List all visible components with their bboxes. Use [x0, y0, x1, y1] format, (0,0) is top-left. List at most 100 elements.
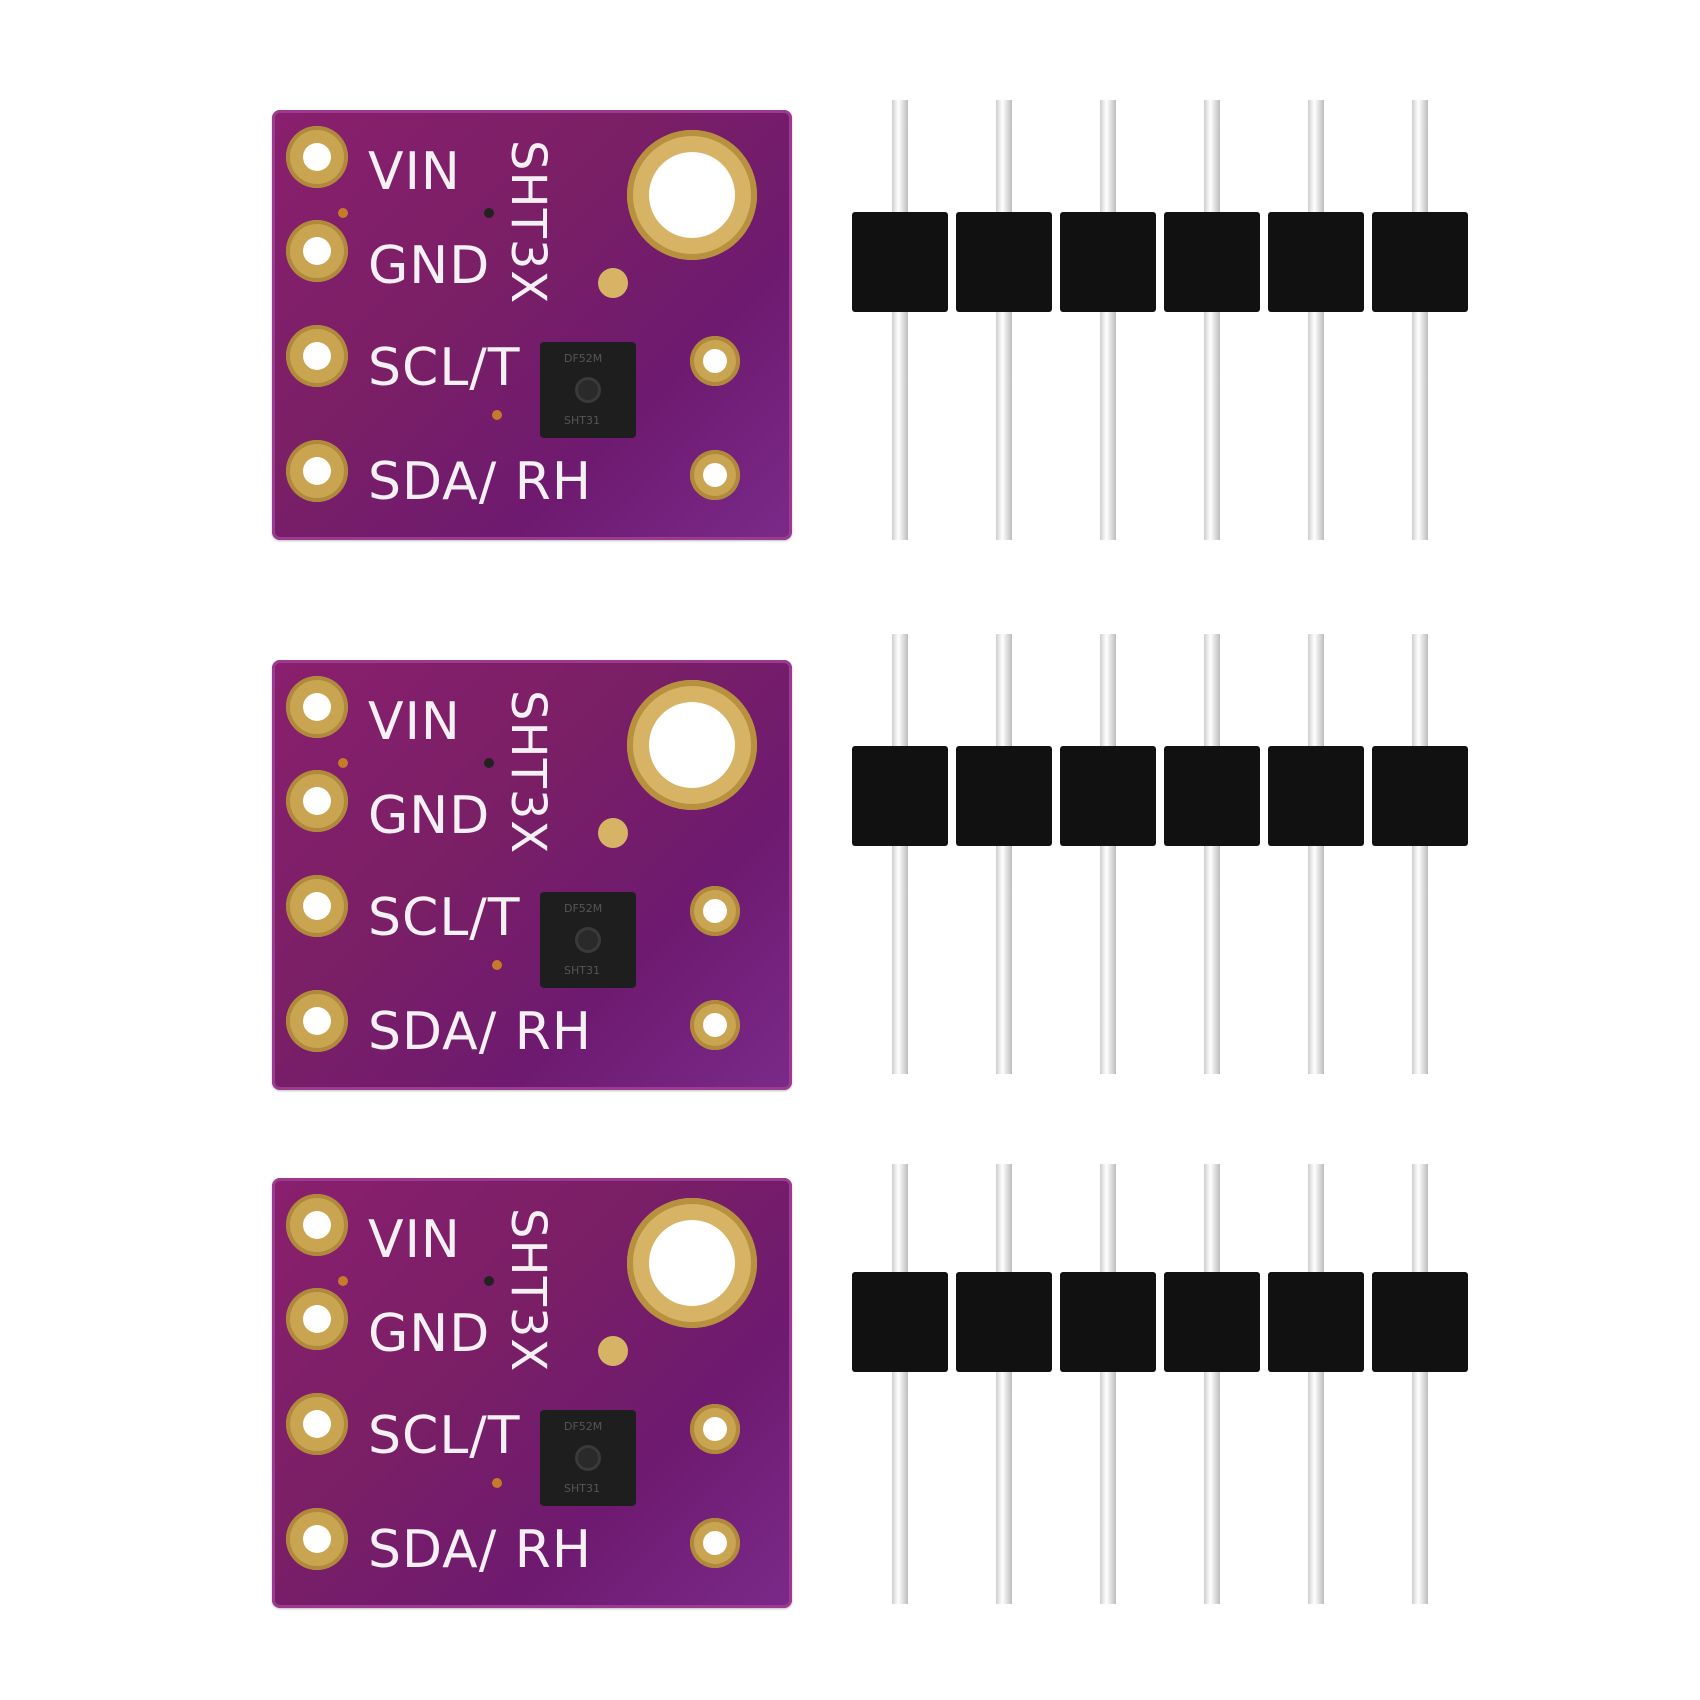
label-scl: SCL/T — [368, 888, 521, 948]
pin-pad-sda — [286, 440, 348, 502]
header-pin — [1204, 100, 1220, 540]
via — [492, 960, 502, 970]
sensor-port — [578, 930, 598, 950]
header-housing — [1164, 212, 1260, 312]
header-pin — [1100, 634, 1116, 1074]
test-pad — [598, 268, 628, 298]
sensor-port — [578, 380, 598, 400]
aux-pad-1 — [690, 336, 740, 386]
pin-pad-gnd — [286, 1288, 348, 1350]
pin-pad-scl — [286, 875, 348, 937]
pin-pad-scl — [286, 325, 348, 387]
header-pin — [1308, 634, 1324, 1074]
label-vin: VIN — [368, 1210, 461, 1270]
label-gnd: GND — [368, 1304, 491, 1364]
header-housing — [1372, 212, 1468, 312]
chip-marking-top: DF52M — [564, 902, 603, 915]
pin-pad-sda — [286, 990, 348, 1052]
header-housing — [956, 1272, 1052, 1372]
pin-pad-vin — [286, 126, 348, 188]
sht31-sensor-chip: DF52M SHT31 — [540, 342, 636, 438]
aux-pad-1 — [690, 886, 740, 936]
via — [484, 758, 494, 768]
label-vin: VIN — [368, 692, 461, 752]
aux-pad-1 — [690, 1404, 740, 1454]
pin-pad-gnd — [286, 770, 348, 832]
header-housing — [1164, 746, 1260, 846]
chip-marking-bottom: SHT31 — [564, 414, 600, 427]
chip-marking-top: DF52M — [564, 352, 603, 365]
header-pin — [996, 634, 1012, 1074]
header-housing — [1060, 746, 1156, 846]
label-scl: SCL/T — [368, 1406, 521, 1466]
sht31-sensor-chip: DF52M SHT31 — [540, 892, 636, 988]
header-pin — [1308, 100, 1324, 540]
via — [484, 1276, 494, 1286]
sht3x-board: VIN GND SCL/T SDA/ RH SHT3X DF52M SHT31 — [266, 100, 796, 540]
pin-pad-vin — [286, 676, 348, 738]
pin-pad-gnd — [286, 220, 348, 282]
chip-marking-bottom: SHT31 — [564, 964, 600, 977]
label-sda: SDA/ RH — [368, 452, 592, 512]
sht3x-board: VIN GND SCL/T SDA/ RH SHT3X DF52M SHT31 — [266, 650, 796, 1090]
via — [338, 1276, 348, 1286]
header-housing — [852, 212, 948, 312]
header-pin — [996, 100, 1012, 540]
test-pad — [598, 818, 628, 848]
mounting-hole — [627, 680, 757, 810]
aux-pad-2 — [690, 1000, 740, 1050]
sensor-port — [578, 1448, 598, 1468]
header-housing — [1372, 1272, 1468, 1372]
header-housing — [1060, 1272, 1156, 1372]
label-scl: SCL/T — [368, 338, 521, 398]
pin-pad-scl — [286, 1393, 348, 1455]
mounting-hole — [627, 130, 757, 260]
label-model: SHT3X — [500, 1208, 556, 1373]
mounting-hole — [627, 1198, 757, 1328]
aux-pad-2 — [690, 450, 740, 500]
header-housing — [852, 746, 948, 846]
header-pin — [1412, 100, 1428, 540]
aux-pad-2 — [690, 1518, 740, 1568]
header-pin — [1100, 1164, 1116, 1604]
header-pin — [1204, 1164, 1220, 1604]
pin-pad-sda — [286, 1508, 348, 1570]
label-gnd: GND — [368, 786, 491, 846]
via — [484, 208, 494, 218]
header-pin — [892, 100, 908, 540]
header-housing — [956, 746, 1052, 846]
header-housing — [1268, 1272, 1364, 1372]
header-housing — [1060, 212, 1156, 312]
header-pin — [1100, 100, 1116, 540]
via — [492, 410, 502, 420]
sensor-kit-row-3: VIN GND SCL/T SDA/ RH SHT3X DF52M SHT31 — [0, 1068, 1700, 1608]
pin-pad-vin — [286, 1194, 348, 1256]
sensor-kit-row-2: VIN GND SCL/T SDA/ RH SHT3X DF52M SHT31 — [0, 550, 1700, 1090]
header-pin — [892, 634, 908, 1074]
header-housing — [1164, 1272, 1260, 1372]
header-pin — [1412, 1164, 1428, 1604]
header-housing — [852, 1272, 948, 1372]
header-housing — [1268, 746, 1364, 846]
label-gnd: GND — [368, 236, 491, 296]
label-model: SHT3X — [500, 140, 556, 305]
label-sda: SDA/ RH — [368, 1002, 592, 1062]
label-sda: SDA/ RH — [368, 1520, 592, 1580]
sensor-kit-row-1: VIN GND SCL/T SDA/ RH SHT3X DF52M SHT31 — [0, 0, 1700, 540]
chip-marking-top: DF52M — [564, 1420, 603, 1433]
header-housing — [1268, 212, 1364, 312]
sht3x-board: VIN GND SCL/T SDA/ RH SHT3X DF52M SHT31 — [266, 1168, 796, 1608]
label-vin: VIN — [368, 142, 461, 202]
label-model: SHT3X — [500, 690, 556, 855]
via — [492, 1478, 502, 1488]
via — [338, 208, 348, 218]
header-housing — [956, 212, 1052, 312]
via — [338, 758, 348, 768]
test-pad — [598, 1336, 628, 1366]
header-pin — [996, 1164, 1012, 1604]
header-housing — [1372, 746, 1468, 846]
chip-marking-bottom: SHT31 — [564, 1482, 600, 1495]
header-pin — [1412, 634, 1428, 1074]
sht31-sensor-chip: DF52M SHT31 — [540, 1410, 636, 1506]
header-pin — [1204, 634, 1220, 1074]
